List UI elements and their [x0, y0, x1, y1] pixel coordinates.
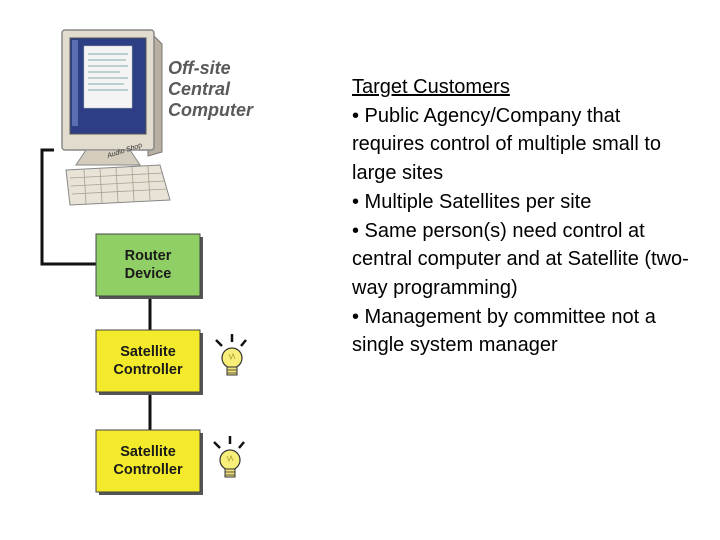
computer-icon [61, 28, 171, 206]
router-label-line: Device [124, 266, 172, 282]
customer-bullet: • Public Agency/Company that requires co… [352, 104, 662, 185]
satellite-controller-label: Satellite Controller [96, 330, 200, 392]
satellite-controller-box [95, 329, 203, 395]
target-customers-text: Target Customers • Public Agency/Company… [352, 73, 692, 360]
router-label: Router Device [96, 234, 200, 296]
computer-label: Off-site Central Computer [168, 58, 288, 121]
satellite-label-line: Controller [113, 362, 183, 378]
customer-bullet: • Multiple Satellites per site [352, 190, 592, 213]
router-device-box [95, 233, 203, 299]
customer-bullet: • Management by committee not a single s… [352, 305, 656, 357]
computer-label-line: Off-site [168, 58, 231, 78]
satellite-label-line: Satellite [120, 344, 176, 360]
satellite-controller-label: Satellite Controller [96, 430, 200, 492]
satellite-controller-box [95, 429, 203, 495]
satellite-label-line: Satellite [120, 444, 176, 460]
computer-label-line: Central [168, 79, 231, 99]
lightbulb-icon [215, 334, 247, 376]
router-label-line: Router [124, 248, 172, 264]
lightbulb-icon [213, 436, 245, 478]
computer-to-router-connector [40, 148, 96, 266]
target-customers-heading: Target Customers [352, 76, 510, 98]
computer-label-line: Computer [168, 100, 253, 120]
satellite-label-line: Controller [113, 462, 183, 478]
customer-bullet: • Same person(s) need control at central… [352, 219, 689, 299]
